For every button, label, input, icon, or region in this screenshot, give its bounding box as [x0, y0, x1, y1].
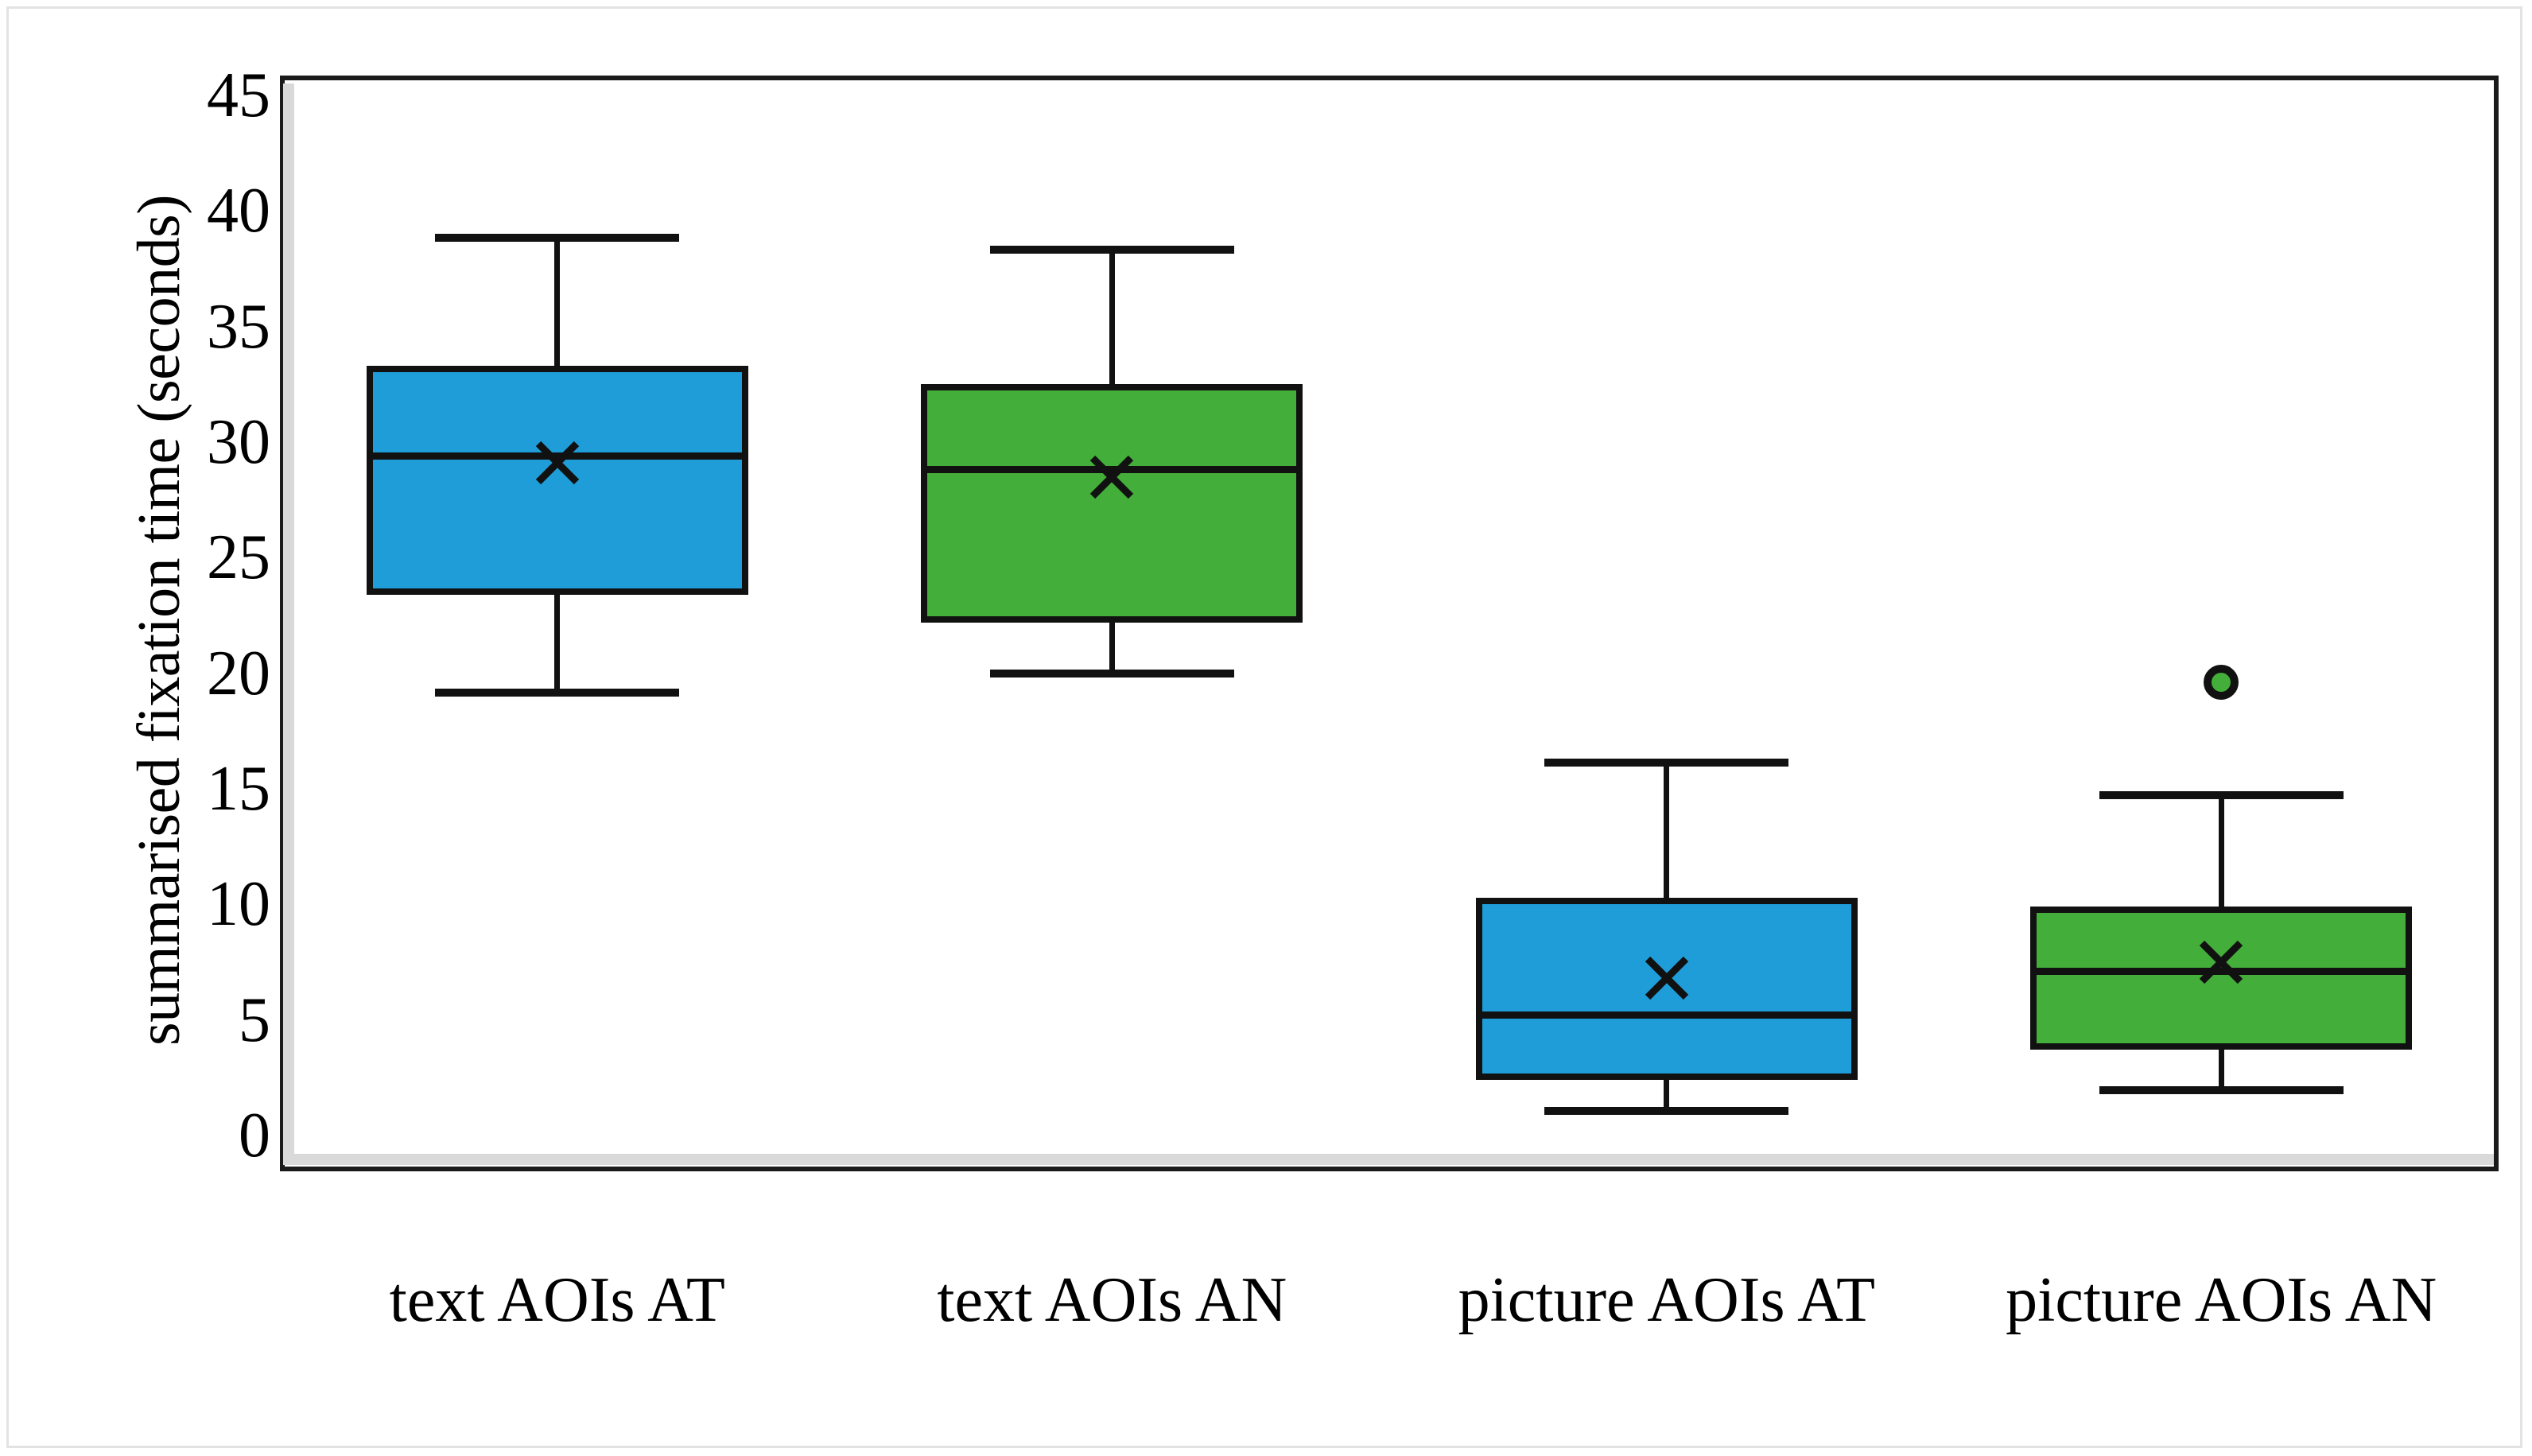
plot-inner-shade-bottom	[283, 1154, 2494, 1165]
outlier-point[interactable]	[2204, 665, 2239, 701]
median-line	[366, 452, 748, 460]
whisker-lower-stem	[2218, 1050, 2224, 1094]
y-axis-tick-labels: 0 5 10 15 20 25 30 35 40 45	[151, 0, 270, 1456]
whisker-lower-stem	[1109, 622, 1115, 678]
whisker-upper-stem	[1664, 759, 1670, 898]
whisker-upper-stem	[1109, 245, 1115, 385]
y-axis-tick-label: 0	[239, 1101, 270, 1171]
y-axis-tick-label: 15	[207, 754, 270, 824]
x-axis-category-label: text AOIs AT	[389, 1265, 725, 1335]
y-axis-tick-label: 35	[207, 291, 270, 362]
whisker-lower-cap	[989, 670, 1234, 678]
whisker-lower-cap	[1544, 1106, 1789, 1115]
box-iqr-rect[interactable]	[921, 384, 1303, 623]
mean-marker-x-icon	[533, 438, 582, 487]
median-line	[1475, 1011, 1858, 1019]
whisker-upper-cap	[435, 234, 680, 243]
plot-inner-shade-left	[283, 83, 294, 1165]
whisker-upper-stem	[2218, 790, 2224, 907]
y-axis-tick-label: 5	[239, 984, 270, 1055]
boxplot-group[interactable]	[280, 76, 2499, 1171]
boxplot-group[interactable]	[280, 76, 2499, 1171]
y-axis-tick-label: 40	[207, 176, 270, 247]
mean-marker-x-icon	[1087, 452, 1136, 502]
box-iqr-rect[interactable]	[2030, 907, 2413, 1050]
whisker-upper-cap	[989, 245, 1234, 254]
whisker-lower-stem	[1664, 1080, 1670, 1115]
mean-marker-x-icon	[2196, 938, 2246, 987]
y-axis-tick-label: 20	[207, 638, 270, 709]
whisker-upper-cap	[1544, 759, 1789, 767]
box-iqr-rect[interactable]	[366, 366, 748, 595]
median-line	[921, 466, 1303, 474]
x-axis-category-label: text AOIs AN	[937, 1265, 1287, 1335]
x-axis-category-labels: text AOIs AT text AOIs AN picture AOIs AT p…	[280, 1256, 2499, 1352]
box-iqr-rect[interactable]	[1475, 897, 1858, 1081]
y-axis-tick-label: 10	[207, 869, 270, 940]
whisker-lower-stem	[554, 594, 561, 697]
whisker-lower-cap	[2099, 1085, 2344, 1094]
y-axis-tick-label: 25	[207, 522, 270, 593]
y-axis-tick-label: 30	[207, 407, 270, 477]
boxplot-series-layer	[280, 76, 2499, 1171]
boxplot-group[interactable]	[280, 76, 2499, 1171]
whisker-lower-cap	[435, 688, 680, 697]
x-axis-category-label: picture AOIs AN	[2006, 1265, 2437, 1335]
whisker-upper-stem	[554, 234, 561, 367]
whisker-upper-cap	[2099, 790, 2344, 799]
boxplot-group[interactable]	[280, 76, 2499, 1171]
median-line	[2030, 968, 2413, 976]
y-axis-tick-label: 45	[207, 60, 270, 130]
x-axis-category-label: picture AOIs AT	[1458, 1265, 1875, 1335]
mean-marker-x-icon	[1642, 953, 1691, 1003]
